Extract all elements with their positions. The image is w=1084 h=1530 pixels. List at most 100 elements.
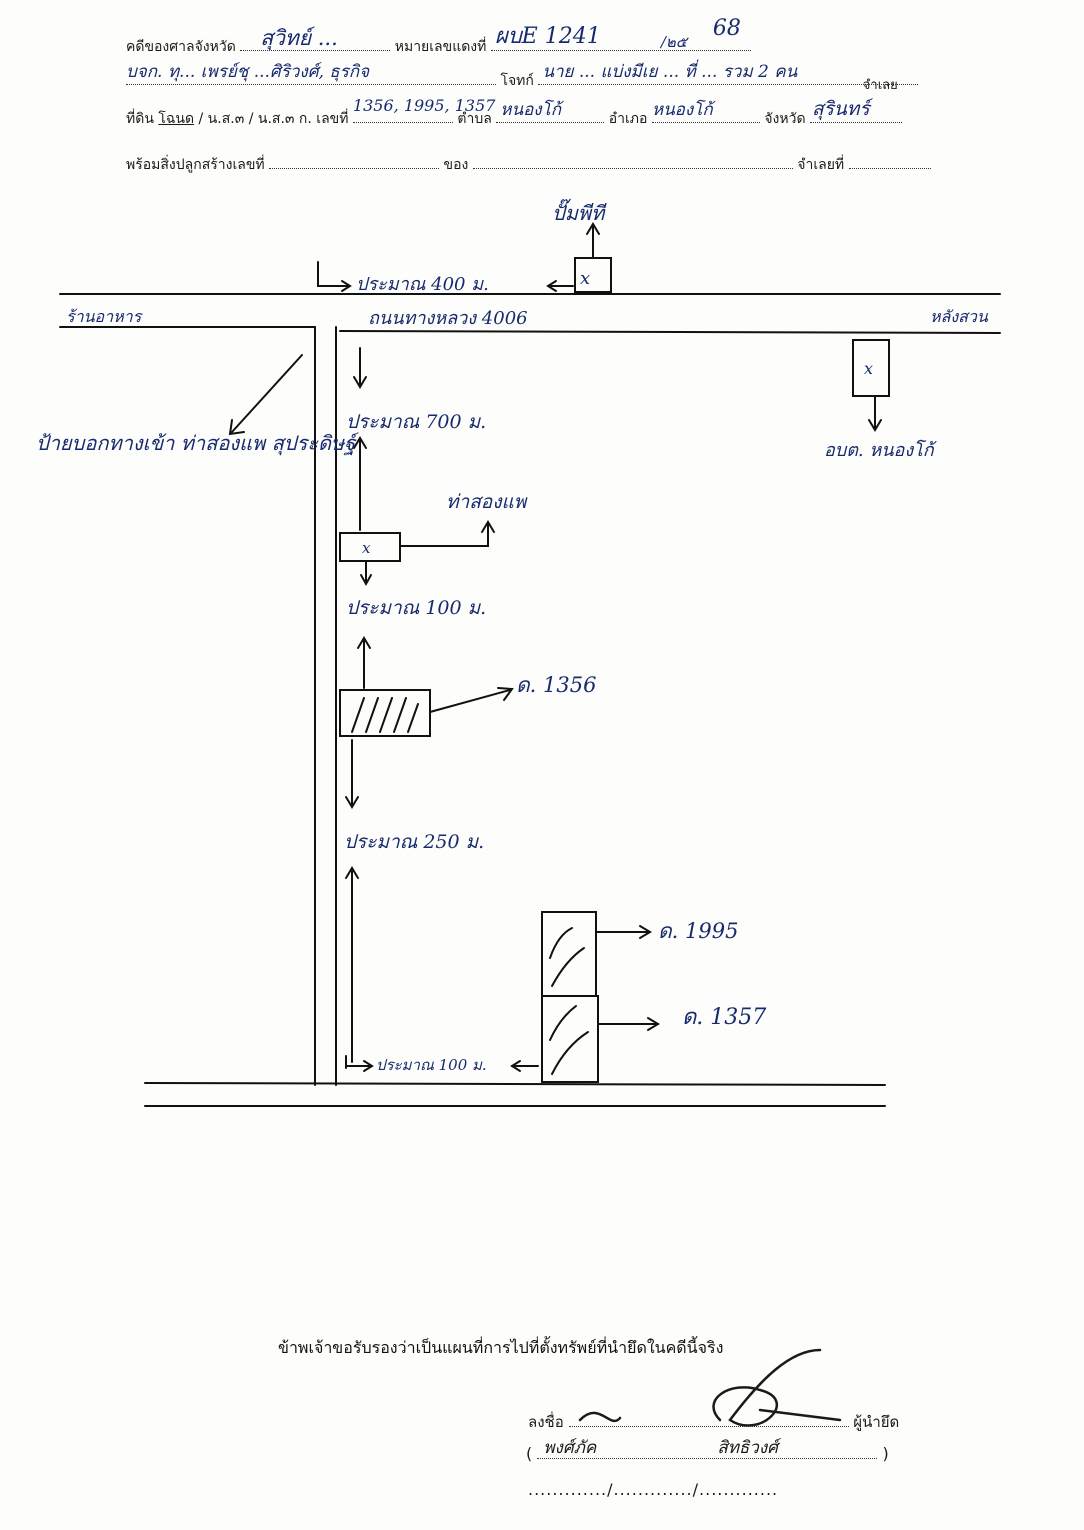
land-types-label: / น.ส.๓ / น.ส.๓ ก. เลขที่ [198,111,349,127]
name-open-paren: ( [526,1444,533,1463]
bottom-road-top [144,1082,886,1086]
black-no-handwriting: ผบE 1241 [494,24,601,49]
tambon-office-label: อบต. หนองโก้ [824,439,938,461]
certify-statement: ข้าพเจ้าขอรับรองว่าเป็นแผนที่การไปที่ตั้… [278,1338,724,1357]
province-field: สุรินทร์ [810,98,902,123]
plaintiff-field: บจก. ทุ... เพรย์ชุ ...ศิริวงศ์, ธุรกิจ [126,62,496,85]
tambon-office-arrow-head [868,419,882,432]
defendant-label: โจทก์ [500,73,534,89]
name-first-handwriting: พงศ์ภัค [543,1438,597,1458]
form-row-parties: บจก. ทุ... เพรย์ชุ ...ศิริวงศ์, ธุรกิจ โ… [126,62,958,93]
plot-1357-arrow-head [647,1017,660,1031]
sign-label: ป้ายบอกทางเข้า ท่าสองแพ สุประดิษฐ์ [36,431,359,456]
signature-row: ลงชื่อ ผู้นำยึด [528,1410,899,1434]
arrow-250-down-head [345,796,359,809]
form-row-building: พร้อมสิ่งปลูกสร้างเลขที่ ของ จำเลยที่ [126,154,931,176]
plaintiff-handwriting: บจก. ทุ... เพรย์ชุ ...ศิริวงศ์, ธุรกิจ [126,62,370,82]
signature-line [568,1414,849,1427]
chanote-label: โฉนด [158,111,195,127]
arrow-100b-right-head [510,1060,521,1072]
plot-1356-arrow-head [497,687,514,701]
amphoe-label: อำเภอ [608,111,648,127]
amphoe-handwriting: หนองโก้ [651,100,713,120]
arrow-100a-up-head [357,636,371,649]
amphoe-field: หนองโก้ [651,100,760,123]
defendant-no-label: จำเลยที่ [797,157,845,173]
highway-edge-bottom [339,330,1001,334]
plot-1357-box [541,995,599,1083]
arrow-100b-left-head [363,1060,374,1072]
province-label: จังหวัด [764,111,806,127]
of-label: ของ [443,157,469,173]
dist-100b-label: ประมาณ 100 ม. [376,1056,487,1074]
tambon-office-x: x [864,359,873,378]
left-road-label: ร้านอาหาร [66,307,144,326]
defendant-no-field [848,156,931,169]
province-handwriting: สุรินทร์ [812,98,870,120]
dist-250-label: ประมาณ 250 ม. [344,831,484,853]
pump-arrow-head [586,222,600,235]
sign-arrow-head [228,419,245,436]
right-road-label: หลังสวน [930,307,989,326]
form-row-land: ที่ดิน โฉนด / น.ส.๓ / น.ส.๓ ก. เลขที่ 13… [126,96,902,130]
tha-song-phae-x: x [362,539,371,557]
arrow-400-right-head [546,280,557,292]
dist-100a-label: ประมาณ 100 ม. [346,597,486,619]
plot-1995-arrow-head [639,925,652,939]
year-handwriting: 68 [712,16,741,41]
plot-1995-label: ด. 1995 [658,919,738,943]
sign-label: ลงชื่อ [528,1413,564,1431]
plot-1357-hatch [549,1005,589,1075]
defendant-field: นาย ... แบ่งมีเย ... ที่ ... รวม 2 คน [538,62,919,85]
tha-song-phae-label: ท่าสองแพ [446,491,528,513]
name-last-handwriting: สิทธิวงศ์ [717,1438,778,1458]
court-field: สุวิทย์ ... [240,26,391,51]
defendant-handwriting: นาย ... แบ่งมีเย ... ที่ ... รวม 2 คน [542,62,798,82]
arrow-700-down-head [353,376,367,389]
pump-x: x [580,268,590,289]
defendant-suffix: จำเลย [862,78,898,93]
name-row: ( พงศ์ภัค สิทธิวงศ์ ) [526,1438,889,1463]
plot-1995-box [541,911,597,997]
dist-400-label: ประมาณ 400 ม. [356,274,489,295]
signature-drawing [578,1348,842,1427]
black-no-label: หมายเลขแดงที่ [394,39,487,55]
tha-song-phae-arrow [399,524,489,547]
tambon-handwriting: หนองโก้ [500,100,562,120]
case-label: คดีของศาลจังหวัด [126,39,236,55]
land-no-field: 1356, 1995, 1357 [352,96,495,123]
arrow-400-left [317,261,349,287]
date-line: ............./............./............… [528,1480,779,1499]
tambon-field: หนองโก้ [496,100,605,123]
court-handwriting: สุวิทย์ ... [260,26,338,50]
plot-1357-label: ด. 1357 [682,1005,766,1030]
sign-arrow [231,354,303,433]
plot-1995-hatch [549,927,585,987]
name-close-paren: ) [882,1444,889,1463]
highway-label: ถนนทางหลวง 4006 [368,308,528,329]
tambon-label: ตำบล [457,111,492,127]
land-no-handwriting: 1356, 1995, 1357 [352,96,496,115]
tambon-office-box [852,339,890,397]
plot-1356-hatch [351,697,419,733]
owner-field [472,156,793,169]
arrow-700-up-head [353,436,367,449]
arrow-100a-down-head [360,574,372,587]
building-label: พร้อมสิ่งปลูกสร้างเลขที่ [126,157,265,173]
building-field [269,156,440,169]
seizer-label: ผู้นำยึด [853,1413,900,1431]
form-row-case: คดีของศาลจังหวัด สุวิทย์ ... หมายเลขแดงท… [126,16,751,58]
tha-song-phae-arrow-head [481,520,495,533]
arrow-250-up-head [345,866,359,879]
name-line: พงศ์ภัค สิทธิวงศ์ [537,1438,878,1459]
pump-label: ปั๊มพีที [552,198,607,225]
dist-700-label: ประมาณ 700 ม. [346,411,486,433]
land-label: ที่ดิน [126,111,154,127]
plot-1356-label: ด. 1356 [516,673,596,697]
plot-1356-arrow [429,689,511,713]
plot-1356-box [339,689,431,737]
arrow-400-left-head [341,280,352,292]
year-prefix: /๒๕ [660,33,688,51]
